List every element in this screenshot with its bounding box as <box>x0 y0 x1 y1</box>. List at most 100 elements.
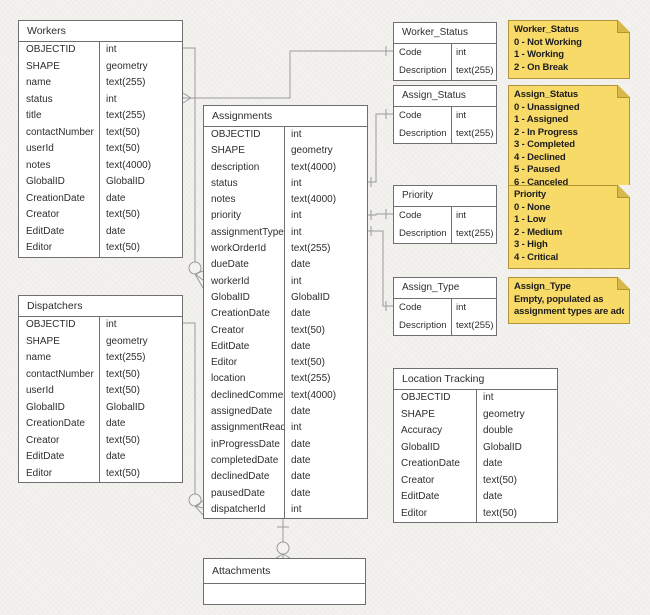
field-type: text(50) <box>106 385 140 396</box>
field-type: int <box>291 503 302 515</box>
field-name: OBJECTID <box>401 392 451 403</box>
field-name: Accuracy <box>401 425 443 436</box>
table-title: Assignments <box>204 106 367 127</box>
field-type: date <box>291 406 311 418</box>
field-type: GlobalID <box>291 291 330 303</box>
field-type: int <box>106 44 117 55</box>
field-type: text(50) <box>483 507 517 519</box>
field-type: text(255) <box>291 243 331 255</box>
field-name: SHAPE <box>211 145 245 157</box>
note-line: 0 - None <box>514 201 551 213</box>
note-line: Empty, populated as <box>514 293 604 305</box>
field-type: int <box>291 275 302 287</box>
field-name: Creator <box>26 209 60 220</box>
field-name: Code <box>399 110 422 121</box>
field-type: date <box>106 225 126 237</box>
note-line: 4 - Declined <box>514 151 566 163</box>
field-type: GlobalID <box>483 441 522 453</box>
field-type: int <box>291 226 302 238</box>
field-name: EditDate <box>26 451 65 462</box>
field-type: date <box>291 259 311 271</box>
field-row: assignedDate date <box>204 404 367 420</box>
field-type: date <box>291 487 311 499</box>
field-type: text(50) <box>291 324 325 336</box>
zero-circle-icon <box>276 541 290 555</box>
field-name: EditDate <box>26 225 65 237</box>
field-name: inProgressDate <box>211 438 280 450</box>
table-attachments[interactable]: Attachments <box>203 558 366 605</box>
note-line: 5 - Paused <box>514 164 561 175</box>
field-name: priority <box>211 210 242 222</box>
note-line: 1 - Assigned <box>514 114 569 125</box>
field-name: contactNumber <box>26 368 94 380</box>
field-type: int <box>456 210 467 221</box>
field-name: completedDate <box>211 454 279 466</box>
field-name: assignmentRead <box>211 422 284 434</box>
field-type: text(50) <box>106 368 140 380</box>
field-row: OBJECTID int <box>394 390 557 407</box>
field-name: Editor <box>26 242 53 253</box>
field-name: workerId <box>211 275 250 287</box>
table-title: Location Tracking <box>394 369 557 390</box>
field-name: Description <box>399 65 447 76</box>
field-name: Code <box>399 302 422 313</box>
field-name: GlobalID <box>26 401 65 413</box>
field-name: contactNumber <box>26 126 94 138</box>
field-name: GlobalID <box>401 441 440 453</box>
field-type: text(4000) <box>291 194 337 206</box>
field-type: text(50) <box>106 434 140 446</box>
field-type: int <box>483 392 494 403</box>
field-type: text(255) <box>456 228 494 239</box>
note-title: Worker_Status <box>514 24 579 35</box>
field-type: int <box>456 47 467 58</box>
field-name: assignedDate <box>211 406 273 418</box>
field-type: text(255) <box>456 128 494 139</box>
field-type: date <box>291 340 311 352</box>
table-title: Attachments <box>204 559 365 584</box>
field-name: status <box>211 177 238 189</box>
field-type: int <box>106 319 117 330</box>
field-row: Code int <box>394 299 496 317</box>
field-name: Editor <box>26 467 53 479</box>
field-type: int <box>456 302 467 313</box>
note-line: 2 - On Break <box>514 61 569 73</box>
crow-foot-icon <box>194 500 204 516</box>
